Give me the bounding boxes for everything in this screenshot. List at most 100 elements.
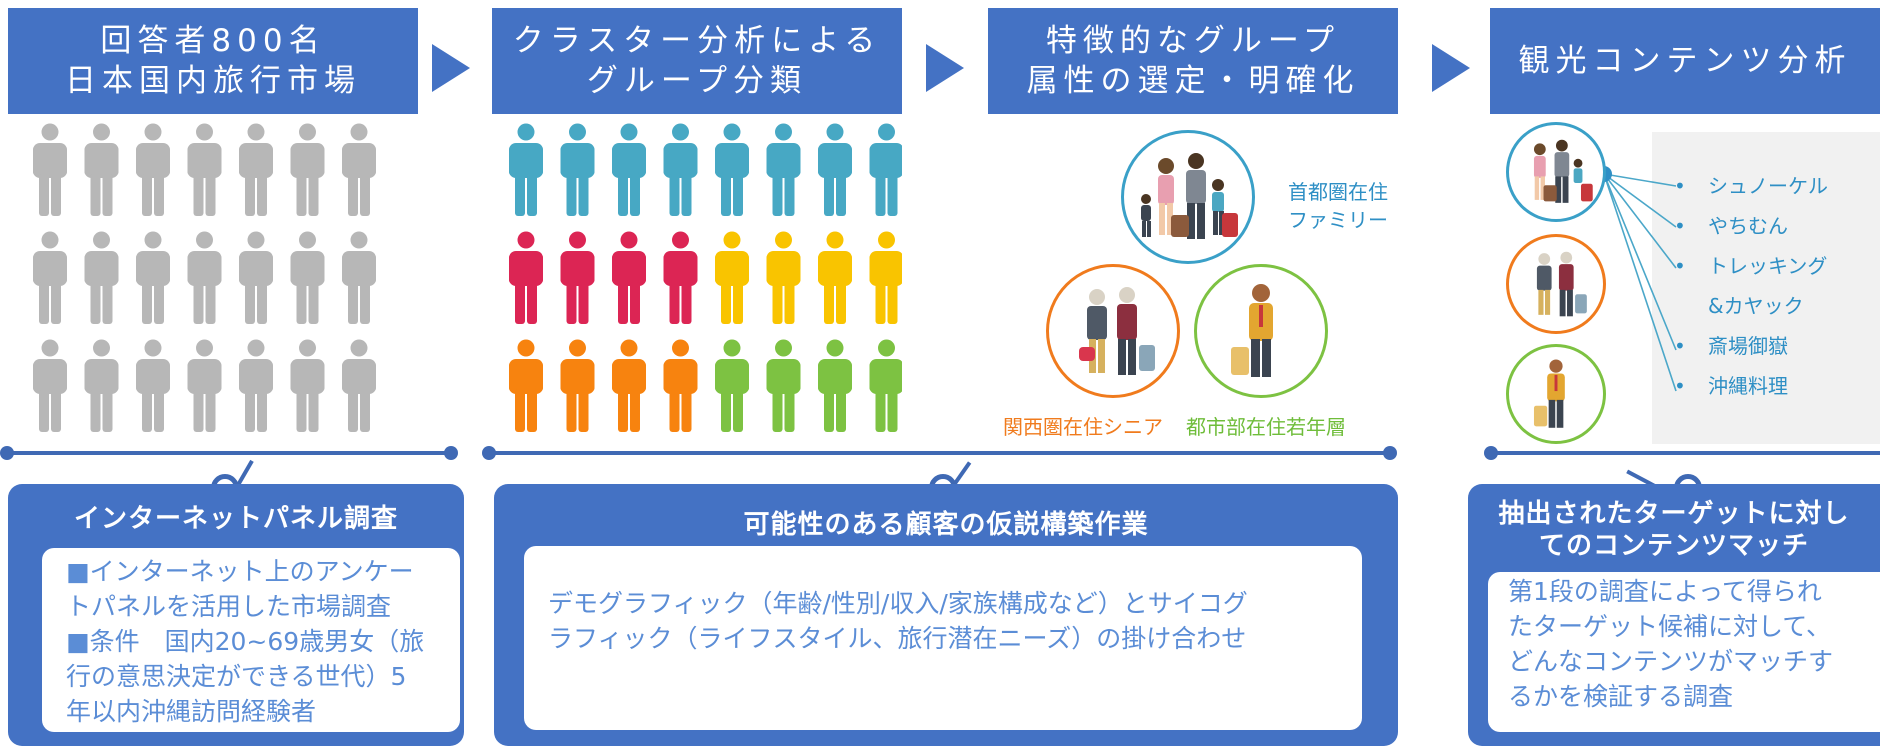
cluster-person-icon: [663, 123, 698, 216]
step2-title-line1: クラスター分析による: [512, 23, 882, 59]
body-line: トパネルを活用した市場調査: [66, 592, 392, 621]
bullet-icon: •: [1674, 374, 1686, 398]
step1-header: 回答者800名 日本国内旅行市場: [8, 8, 418, 114]
cluster-person-icon: [509, 339, 543, 432]
bullet-icon: •: [1674, 174, 1686, 198]
cluster-person-icon: [715, 339, 749, 432]
gray-person-icon: [84, 339, 119, 432]
gray-person-icon: [239, 339, 273, 432]
step3-title-line1: 特徴的なグループ: [1045, 23, 1341, 59]
content-item: • 斎場御嶽: [1652, 326, 1880, 366]
title-line: てのコンテンツマッチ: [1538, 531, 1809, 561]
content-item: •トレッキング: [1652, 246, 1880, 286]
senior-couple-illustration-icon: [1536, 251, 1587, 317]
bullet-icon: •: [1674, 334, 1686, 358]
title-line: 抽出されたターゲットに対し: [1498, 499, 1850, 529]
content-item: •シュノーケル: [1652, 166, 1880, 206]
gray-person-icon: [136, 123, 170, 216]
target-senior-circle: [1506, 234, 1606, 334]
timeline-dot: [0, 446, 14, 460]
cluster-person-icon: [509, 231, 543, 324]
panel-hypothesis-body: デモグラフィック（年齢/性別/収入/家族構成など）とサイコグ ラフィック（ライフ…: [524, 546, 1362, 730]
gray-person-icon: [136, 231, 170, 324]
cluster-person-icon: [560, 231, 595, 324]
gray-person-icon: [342, 339, 376, 432]
gray-person-icon: [239, 123, 273, 216]
gray-person-icon: [84, 231, 119, 324]
timeline-dot: [444, 446, 458, 460]
step4-title: 観光コンテンツ分析: [1518, 43, 1852, 79]
cluster-person-icon: [869, 339, 902, 432]
gray-person-icon: [33, 123, 67, 216]
gray-person-icon: [187, 339, 222, 432]
panel-hypothesis: 可能性のある顧客の仮説構築作業 デモグラフィック（年齢/性別/収入/家族構成など…: [494, 484, 1398, 746]
cluster-grid: [509, 123, 902, 432]
respondent-grid: [33, 123, 376, 432]
gray-person-icon: [84, 123, 119, 216]
panel-content-match-body: 第1段の調査によって得られ たターゲット候補に対して、 どんなコンテンツがマッチ…: [1488, 572, 1880, 732]
timeline-2: [488, 451, 1390, 455]
body-line: どんなコンテンツがマッチす: [1508, 647, 1834, 676]
gray-person-icon: [342, 231, 376, 324]
senior-couple-illustration-icon: [1079, 287, 1155, 375]
body-line: ■インターネット上のアンケー: [66, 557, 414, 586]
body-line: デモグラフィック（年齢/性別/収入/家族構成など）とサイコグ: [548, 589, 1248, 618]
cluster-person-icon: [612, 123, 646, 216]
body-line: るかを検証する調査: [1508, 682, 1734, 711]
body-line: 行の意思決定ができる世代）5: [66, 662, 407, 691]
gray-person-icon: [239, 231, 273, 324]
arrow-right-icon: [432, 44, 470, 92]
timeline-3: [1492, 451, 1880, 455]
target-family-circle: [1506, 122, 1606, 222]
cluster-person-icon: [612, 339, 646, 432]
family-group-label-line1: 首都圏在住: [1288, 180, 1388, 204]
cluster-person-icon: [663, 339, 698, 432]
family-illustration-icon: [1141, 153, 1238, 239]
step2-header: クラスター分析による グループ分類: [492, 8, 902, 114]
content-list-panel: [1652, 132, 1880, 444]
young-traveler-illustration-icon: [1231, 284, 1273, 377]
cluster-person-icon: [818, 339, 852, 432]
step2-title-line2: グループ分類: [586, 63, 808, 99]
timeline-dot: [1383, 446, 1397, 460]
panel-content-match-title: 抽出されたターゲットに対し てのコンテンツマッチ: [1468, 498, 1880, 562]
body-line: 第1段の調査によって得られ: [1508, 577, 1822, 606]
cluster-person-icon: [818, 123, 852, 216]
bullet-icon: •: [1674, 214, 1686, 238]
senior-group-label: 関西圏在住シニア: [1003, 415, 1163, 439]
step4-header: 観光コンテンツ分析: [1490, 8, 1880, 114]
cluster-person-icon: [715, 123, 749, 216]
content-item-label: 斎場御嶽: [1708, 334, 1788, 358]
young-group-circle: [1194, 264, 1328, 398]
family-group-label: 首都圏在住 ファミリー: [1268, 178, 1408, 234]
family-illustration-icon: [1533, 139, 1593, 203]
timeline-1: [8, 451, 452, 455]
gray-person-icon: [290, 231, 325, 324]
body-line: ■条件 国内20~69歳男女（旅: [66, 627, 425, 656]
step3-header: 特徴的なグループ 属性の選定・明確化: [988, 8, 1398, 114]
panel-content-match: 抽出されたターゲットに対し てのコンテンツマッチ 第1段の調査によって得られ た…: [1468, 484, 1880, 746]
cluster-person-icon: [766, 339, 801, 432]
gray-person-icon: [290, 339, 325, 432]
content-list: •シュノーケル •やちむん •トレッキング &カヤック •斎場御嶽 •沖縄料理: [1652, 166, 1880, 406]
panel-hypothesis-title: 可能性のある顧客の仮説構築作業: [743, 510, 1149, 540]
body-line: たターゲット候補に対して、: [1508, 612, 1832, 641]
panel-internet-survey-title: インターネットパネル調査: [73, 504, 398, 534]
content-item-label: やちむん: [1708, 214, 1788, 238]
cluster-person-icon: [869, 231, 902, 324]
panel-internet-survey: インターネットパネル調査 ■インターネット上のアンケー トパネルを活用した市場調…: [8, 484, 464, 746]
gray-person-icon: [33, 231, 67, 324]
arrow-right-icon: [1432, 44, 1470, 92]
content-item: • やちむん: [1652, 206, 1880, 246]
gray-person-icon: [342, 123, 376, 216]
cluster-person-icon: [612, 231, 646, 324]
gray-person-icon: [187, 123, 222, 216]
cluster-person-icon: [509, 123, 543, 216]
content-item-continuation: &カヤック: [1652, 286, 1880, 326]
cluster-person-icon: [560, 123, 595, 216]
cluster-person-icon: [869, 123, 902, 216]
step3-title-line2: 属性の選定・明確化: [1026, 63, 1360, 99]
body-line: ラフィック（ライフスタイル、旅行潜在ニーズ）の掛け合わせ: [548, 624, 1247, 653]
arrow-right-icon: [926, 44, 964, 92]
gray-person-icon: [136, 339, 170, 432]
